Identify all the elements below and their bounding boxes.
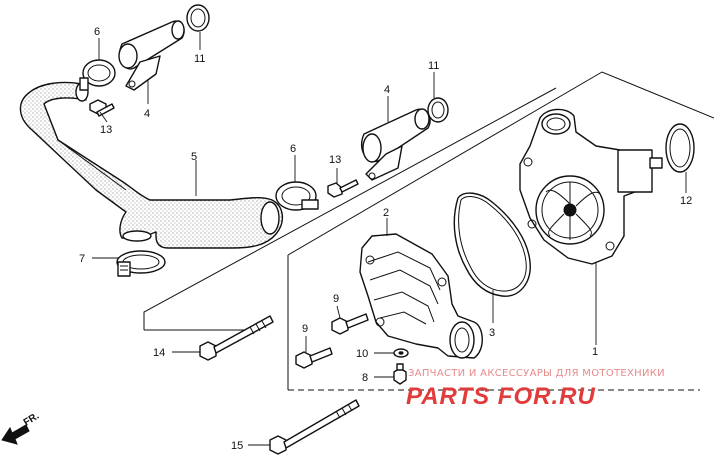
callout-9-upper: 9 [333, 293, 339, 305]
callout-2: 2 [383, 207, 389, 219]
hose-clamp-part-6-upper [79, 59, 116, 91]
watermark: ЗАПЧАСТИ И АКСЕССУАРЫ ДЛЯ МОТОТЕХНИКИ PA… [406, 368, 665, 410]
callout-4-upper: 4 [144, 108, 150, 120]
callout-8: 8 [362, 372, 368, 384]
long-bolt-part-14 [199, 315, 274, 361]
callout-3: 3 [489, 327, 495, 339]
water-pipe-part-4-upper [118, 20, 185, 91]
bolt-part-9-lower [295, 347, 333, 369]
o-ring-part-11-upper [186, 4, 210, 32]
watermark-logo-text: PARTS FOR.RU [406, 383, 596, 410]
callout-11-middle: 11 [428, 60, 439, 72]
bolt-part-13-middle [327, 179, 359, 198]
drain-bolt-part-8 [393, 363, 407, 385]
hose-part-5 [19, 81, 283, 249]
callout-12: 12 [680, 195, 692, 207]
water-pipe-part-4-middle [361, 108, 431, 181]
gasket-part-3 [453, 192, 531, 297]
hose-clamp-part-6-middle [275, 181, 319, 211]
callout-4-middle: 4 [384, 84, 390, 96]
callout-13-middle: 13 [329, 154, 341, 166]
watermark-tagline: ЗАПЧАСТИ И АКСЕССУАРЫ ДЛЯ МОТОТЕХНИКИ [408, 368, 665, 379]
water-pump-body-part-1 [519, 108, 663, 265]
callout-11-upper: 11 [194, 53, 205, 65]
callout-labels: 6 11 4 13 5 7 6 13 4 11 2 3 12 1 9 9 10 … [79, 26, 692, 452]
leader-lines [92, 32, 687, 446]
callout-6-upper: 6 [94, 26, 100, 38]
callout-10: 10 [356, 348, 368, 360]
assembly-frame [143, 71, 714, 391]
callout-15: 15 [231, 440, 243, 452]
callout-5: 5 [191, 151, 197, 163]
callout-14: 14 [153, 347, 165, 359]
front-arrow-icon [1, 424, 30, 445]
callout-6-middle: 6 [290, 143, 296, 155]
bolt-part-9-upper [331, 313, 369, 335]
front-direction-indicator: FR. [1, 411, 41, 445]
o-ring-part-12 [665, 123, 695, 173]
callout-13-upper: 13 [100, 124, 112, 136]
long-bolt-part-15 [269, 399, 360, 455]
o-ring-part-11-middle [427, 97, 449, 123]
callout-1: 1 [592, 346, 598, 358]
bolt-part-13-upper [89, 99, 115, 117]
hose-clamp-part-7 [116, 250, 166, 277]
pump-cover-part-2 [359, 233, 483, 359]
washer-part-10 [393, 348, 409, 358]
callout-7: 7 [79, 253, 85, 265]
callout-9-lower: 9 [302, 323, 308, 335]
